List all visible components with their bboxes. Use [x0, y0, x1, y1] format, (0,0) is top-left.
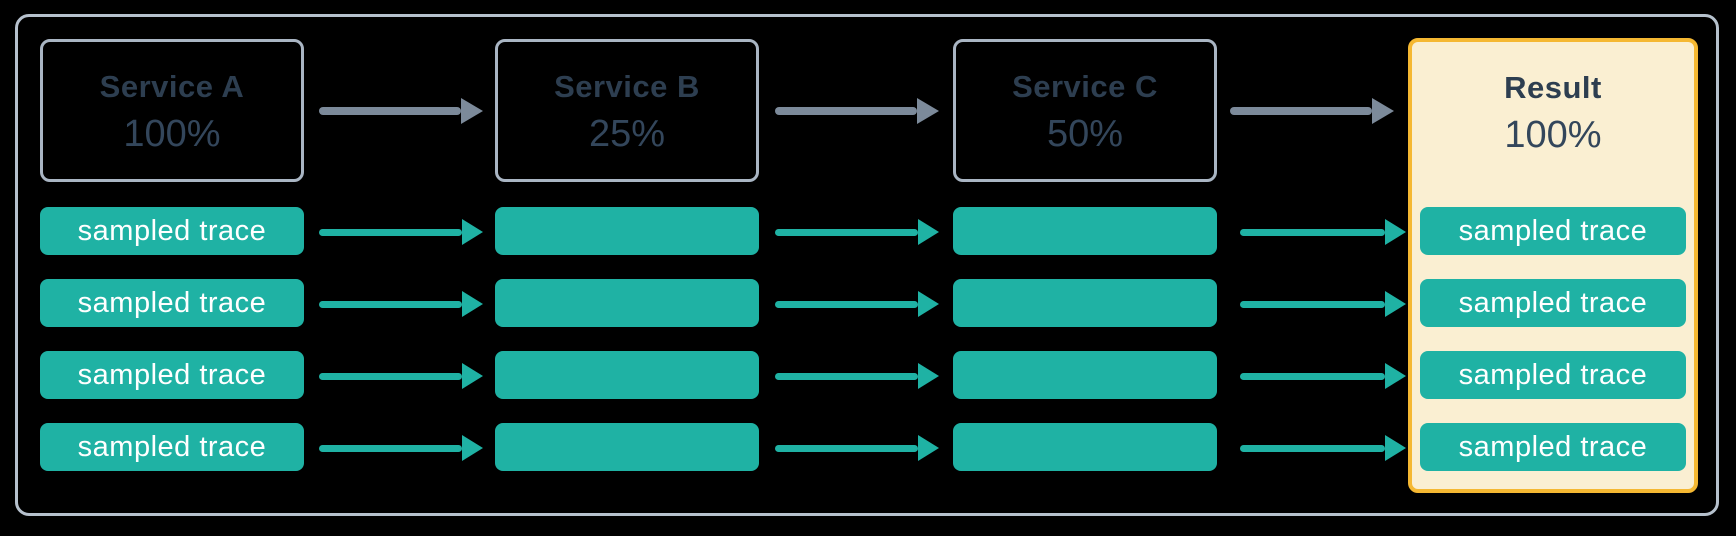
result-sampled-trace-pill-4: sampled trace [1420, 423, 1686, 471]
arrow-shaft [1240, 300, 1385, 308]
service-a-sampled-trace-pill-2: sampled trace [40, 279, 304, 327]
service-c-trace-pill-3 [953, 351, 1217, 399]
arrow-shaft [319, 444, 462, 452]
service-a-box: Service A 100% [40, 39, 304, 182]
trace-arrow-row2-b-to-c [775, 291, 939, 317]
arrow-shaft [319, 300, 462, 308]
arrow-head-icon [1385, 363, 1406, 389]
trace-arrow-row4-b-to-c [775, 435, 939, 461]
service-flow-arrow-c-to-result [1230, 98, 1394, 124]
service-c-trace-pill-2 [953, 279, 1217, 327]
arrow-shaft [1230, 107, 1372, 115]
arrow-head-icon [462, 219, 483, 245]
service-b-trace-pill-3 [495, 351, 759, 399]
arrow-shaft [775, 300, 918, 308]
result-sampled-trace-pill-2: sampled trace [1420, 279, 1686, 327]
trace-arrow-row1-a-to-b [319, 219, 483, 245]
arrow-head-icon [918, 435, 939, 461]
trace-arrow-row1-c-to-result [1240, 219, 1406, 245]
arrow-head-icon [1385, 219, 1406, 245]
service-b-title: Service B [554, 68, 700, 104]
arrow-head-icon [462, 363, 483, 389]
arrow-shaft [775, 228, 918, 236]
service-c-title: Service C [1012, 68, 1158, 104]
service-b-percent: 25% [588, 112, 666, 155]
service-b-trace-pill-2 [495, 279, 759, 327]
service-a-sampled-trace-label-2: sampled trace [77, 286, 267, 319]
result-sampled-trace-label-3: sampled trace [1458, 358, 1648, 391]
arrow-shaft [1240, 372, 1385, 380]
trace-arrow-row3-c-to-result [1240, 363, 1406, 389]
service-flow-arrow-a-to-b [319, 98, 483, 124]
arrow-shaft [319, 107, 461, 115]
result-sampled-trace-label-2: sampled trace [1458, 286, 1648, 319]
result-title: Result [1504, 70, 1602, 105]
trace-arrow-row3-a-to-b [319, 363, 483, 389]
service-flow-arrow-b-to-c [775, 98, 939, 124]
service-c-box: Service C 50% [953, 39, 1217, 182]
arrow-shaft [319, 372, 462, 380]
outer-frame [15, 14, 1719, 516]
result-sampled-trace-label-4: sampled trace [1458, 430, 1648, 463]
arrow-shaft [775, 107, 917, 115]
arrow-head-icon [918, 291, 939, 317]
trace-arrow-row2-a-to-b [319, 291, 483, 317]
arrow-shaft [775, 372, 918, 380]
arrow-head-icon [918, 219, 939, 245]
service-a-sampled-trace-label-1: sampled trace [77, 214, 267, 247]
result-sampled-trace-pill-3: sampled trace [1420, 351, 1686, 399]
result-sampled-trace-label-1: sampled trace [1458, 214, 1648, 247]
service-b-box: Service B 25% [495, 39, 759, 182]
result-sampled-trace-pill-1: sampled trace [1420, 207, 1686, 255]
arrow-head-icon [918, 363, 939, 389]
result-percent: 100% [1504, 114, 1602, 156]
service-a-percent: 100% [123, 112, 221, 155]
service-c-percent: 50% [1046, 112, 1124, 155]
arrow-shaft [1240, 444, 1385, 452]
service-a-sampled-trace-label-4: sampled trace [77, 430, 267, 463]
service-c-trace-pill-1 [953, 207, 1217, 255]
arrow-head-icon [1385, 435, 1406, 461]
trace-arrow-row2-c-to-result [1240, 291, 1406, 317]
service-a-title: Service A [99, 68, 245, 104]
trace-arrow-row1-b-to-c [775, 219, 939, 245]
trace-arrow-row3-b-to-c [775, 363, 939, 389]
arrow-head-icon [1372, 98, 1394, 124]
service-a-sampled-trace-pill-3: sampled trace [40, 351, 304, 399]
arrow-head-icon [1385, 291, 1406, 317]
service-b-trace-pill-1 [495, 207, 759, 255]
arrow-shaft [319, 228, 462, 236]
service-a-sampled-trace-label-3: sampled trace [77, 358, 267, 391]
trace-arrow-row4-a-to-b [319, 435, 483, 461]
service-a-sampled-trace-pill-4: sampled trace [40, 423, 304, 471]
arrow-head-icon [462, 291, 483, 317]
arrow-head-icon [461, 98, 483, 124]
trace-arrow-row4-c-to-result [1240, 435, 1406, 461]
arrow-shaft [1240, 228, 1385, 236]
arrow-shaft [775, 444, 918, 452]
service-c-trace-pill-4 [953, 423, 1217, 471]
arrow-head-icon [917, 98, 939, 124]
result-box: Result 100% sampled trace sampled trace … [1408, 38, 1698, 493]
service-a-sampled-trace-pill-1: sampled trace [40, 207, 304, 255]
arrow-head-icon [462, 435, 483, 461]
result-header: Result 100% [1412, 42, 1694, 182]
service-b-trace-pill-4 [495, 423, 759, 471]
